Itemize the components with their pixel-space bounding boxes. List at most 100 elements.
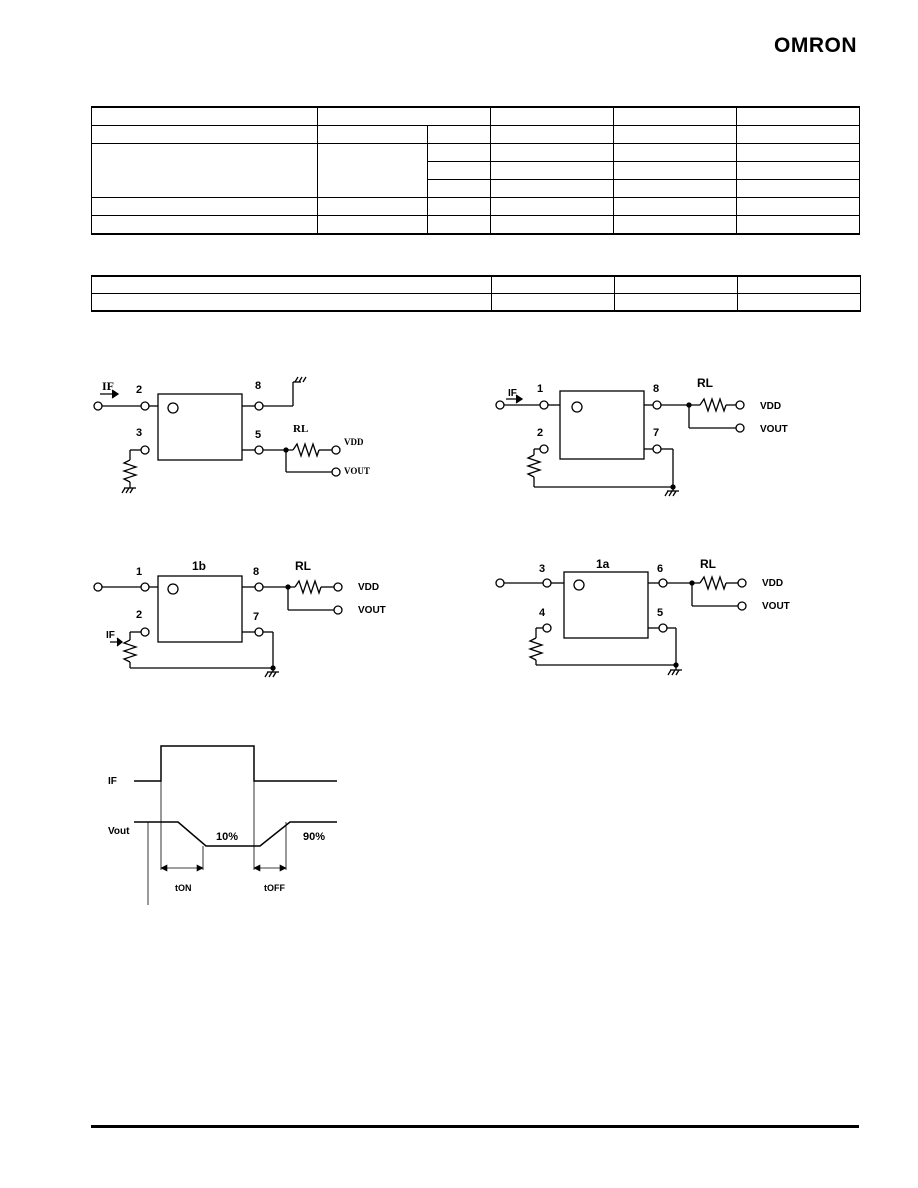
circuit-c-vdd-label: VDD	[358, 582, 379, 593]
table-cell	[613, 197, 737, 216]
table-cell	[317, 215, 428, 235]
circuit-b-vout-label: VOUT	[760, 424, 788, 435]
circuit-d-pin-4: 4	[539, 607, 546, 619]
circuit-d-wires	[495, 571, 747, 676]
spec-table-1	[91, 106, 860, 235]
table-cell	[317, 143, 428, 198]
circuit-d-pin-3: 3	[539, 563, 545, 575]
omron-logo: OMRON	[774, 34, 857, 57]
circuit-b-if-label: IF	[508, 388, 517, 399]
test-circuit-d: 1a 3 4 6 5 RL VDD VOUT	[495, 557, 790, 676]
table-cell	[317, 197, 428, 216]
table-row	[92, 161, 860, 180]
table-cell	[91, 125, 318, 144]
table-cell	[613, 125, 737, 144]
test-circuit-b: IF 1 2 8 7 RL VDD VOUT	[495, 376, 788, 497]
table-cell	[427, 125, 491, 144]
circuit-a-pin-5: 5	[255, 429, 261, 441]
table-cell	[736, 125, 860, 144]
table-cell	[613, 143, 737, 162]
circuit-a-rl-label: RL	[293, 423, 308, 435]
table-cell	[427, 161, 491, 180]
table-cell	[91, 215, 318, 235]
test-circuit-c: 1b 1 2 IF 8 7 RL VDD VOUT	[93, 559, 386, 678]
table-cell	[91, 293, 492, 312]
circuit-a-pin-2: 2	[136, 384, 142, 396]
table-cell	[736, 215, 860, 235]
timing-if-label: IF	[108, 776, 117, 787]
table-cell	[490, 179, 614, 198]
table-header-row	[91, 275, 861, 294]
circuit-b-pin-7: 7	[653, 427, 659, 439]
circuit-c-wires	[93, 575, 343, 678]
timing-ton-label: tON	[175, 883, 192, 893]
table-cell	[613, 161, 737, 180]
timing-10pct-label: 10%	[216, 831, 238, 843]
timing-vout-label: Vout	[108, 826, 130, 837]
table-cell	[427, 143, 491, 162]
table-cell	[736, 197, 860, 216]
circuit-c-pin-8: 8	[253, 566, 259, 578]
circuit-d-pin-6: 6	[657, 563, 663, 575]
circuit-d-pin-5: 5	[657, 607, 663, 619]
circuit-c-pin-1: 1	[136, 566, 142, 578]
timing-toff-label: tOFF	[264, 883, 285, 893]
table-cell	[427, 197, 491, 216]
circuit-d-vout-label: VOUT	[762, 601, 790, 612]
table-cell	[91, 275, 492, 294]
circuit-c-block-label: 1b	[192, 559, 206, 573]
circuit-d-block-label: 1a	[596, 557, 610, 571]
circuit-b-wires	[495, 390, 745, 497]
table-row	[91, 143, 860, 198]
table-cell	[737, 275, 861, 294]
table-row	[91, 125, 860, 144]
circuit-b-vdd-label: VDD	[760, 401, 781, 412]
circuit-b-pin-1: 1	[537, 383, 543, 395]
circuit-d-rl-label: RL	[700, 557, 716, 571]
circuit-a-wires	[93, 376, 341, 494]
test-circuit-a: IF 2 3 8 5 RL VDD VOUT	[93, 376, 370, 494]
table-row	[91, 197, 860, 216]
switching-time-diagram: IF Vout 10% 90% tON tOFF	[108, 745, 337, 905]
circuit-c-rl-label: RL	[295, 559, 311, 573]
circuit-c-pin-7: 7	[253, 611, 259, 623]
circuit-b-rl-label: RL	[697, 376, 713, 390]
table-row	[91, 215, 860, 235]
circuit-a-vdd-label: VDD	[344, 437, 364, 447]
circuit-c-if-label: IF	[106, 630, 115, 641]
circuit-a-pin-8: 8	[255, 380, 261, 392]
table-cell	[614, 293, 738, 312]
timing-90pct-label: 90%	[303, 831, 325, 843]
table-cell	[490, 197, 614, 216]
timing-waveforms	[134, 745, 337, 905]
table-cell	[491, 275, 615, 294]
table-cell	[427, 179, 491, 198]
footer-rule	[91, 1125, 859, 1128]
circuit-b-pin-8: 8	[653, 383, 659, 395]
table-cell	[736, 179, 860, 198]
table-cell	[491, 293, 615, 312]
spec-table-2	[91, 275, 861, 312]
table-cell	[490, 143, 614, 162]
table-cell	[613, 106, 737, 126]
circuit-d-vdd-label: VDD	[762, 578, 783, 589]
table-cell	[91, 197, 318, 216]
table-cell	[490, 125, 614, 144]
table-cell	[91, 143, 318, 198]
table-cell	[736, 106, 860, 126]
circuit-b-pin-2: 2	[537, 427, 543, 439]
table-row	[91, 293, 861, 312]
table-header-row	[91, 106, 860, 126]
table-cell	[91, 106, 318, 126]
table-cell	[613, 215, 737, 235]
table-cell	[736, 161, 860, 180]
table-cell	[736, 143, 860, 162]
table-cell	[490, 161, 614, 180]
circuit-a-vout-label: VOUT	[344, 466, 370, 476]
circuit-a-if-label: IF	[102, 379, 114, 393]
table-cell	[317, 106, 491, 126]
circuit-a-pin-3: 3	[136, 427, 142, 439]
table-cell	[613, 179, 737, 198]
table-cell	[490, 215, 614, 235]
table-cell	[614, 275, 738, 294]
